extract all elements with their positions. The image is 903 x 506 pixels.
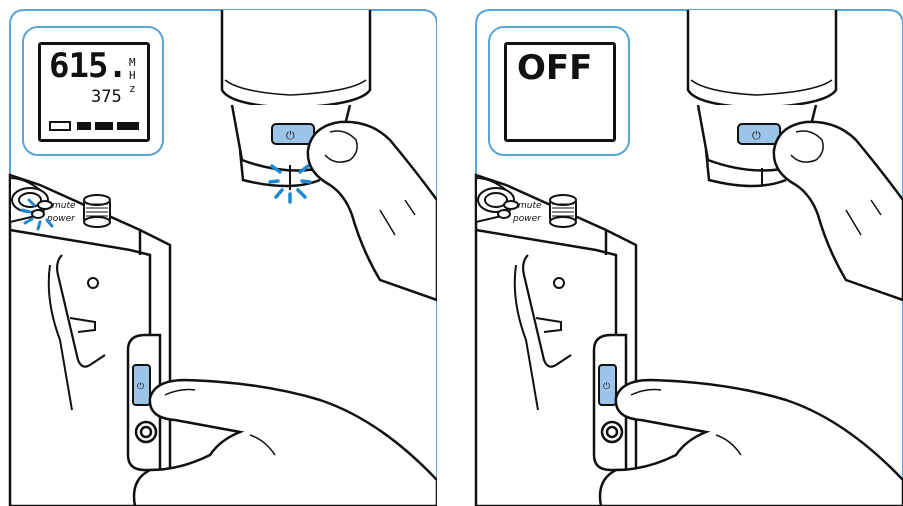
mic-power-symbol-icon: ⏻: [752, 129, 761, 142]
status-off: OFF: [517, 51, 592, 85]
battery-segment: [117, 122, 139, 130]
right-panel-power-off: mute power ⏻ ⏻ OFF: [466, 0, 903, 506]
thumb-right: [774, 122, 903, 300]
frequency-sub: 375: [91, 89, 122, 106]
lcd-display: 615. M H z 375: [38, 42, 150, 142]
thumb-left: [308, 122, 437, 300]
unit-char-3: z: [129, 83, 136, 94]
hand-right: [600, 380, 903, 506]
left-panel-power-on: mute power ⏻ ⏻: [0, 0, 437, 506]
mute-label: mute: [518, 201, 542, 211]
mute-label: mute: [52, 201, 76, 211]
unit-char-2: H: [129, 70, 136, 81]
lcd-display: OFF: [504, 42, 616, 142]
lcd-callout-frame: 615. M H z 375: [22, 26, 164, 156]
hand-left: [134, 380, 437, 506]
power-label: power: [512, 214, 542, 224]
power-led: [32, 210, 44, 218]
unit-char-1: M: [129, 57, 136, 68]
mic-power-symbol-icon: ⏻: [286, 129, 295, 142]
frequency-main: 615.: [49, 49, 127, 83]
power-symbol-icon: ⏻: [603, 381, 610, 392]
battery-segment: [95, 122, 113, 130]
power-led: [498, 210, 510, 218]
battery-segment: [77, 122, 91, 130]
battery-icon: [49, 121, 71, 131]
mute-button[interactable]: [504, 201, 518, 209]
power-symbol-icon: ⏻: [137, 381, 144, 392]
lcd-callout-frame: OFF: [488, 26, 630, 156]
mute-button[interactable]: [38, 201, 52, 209]
